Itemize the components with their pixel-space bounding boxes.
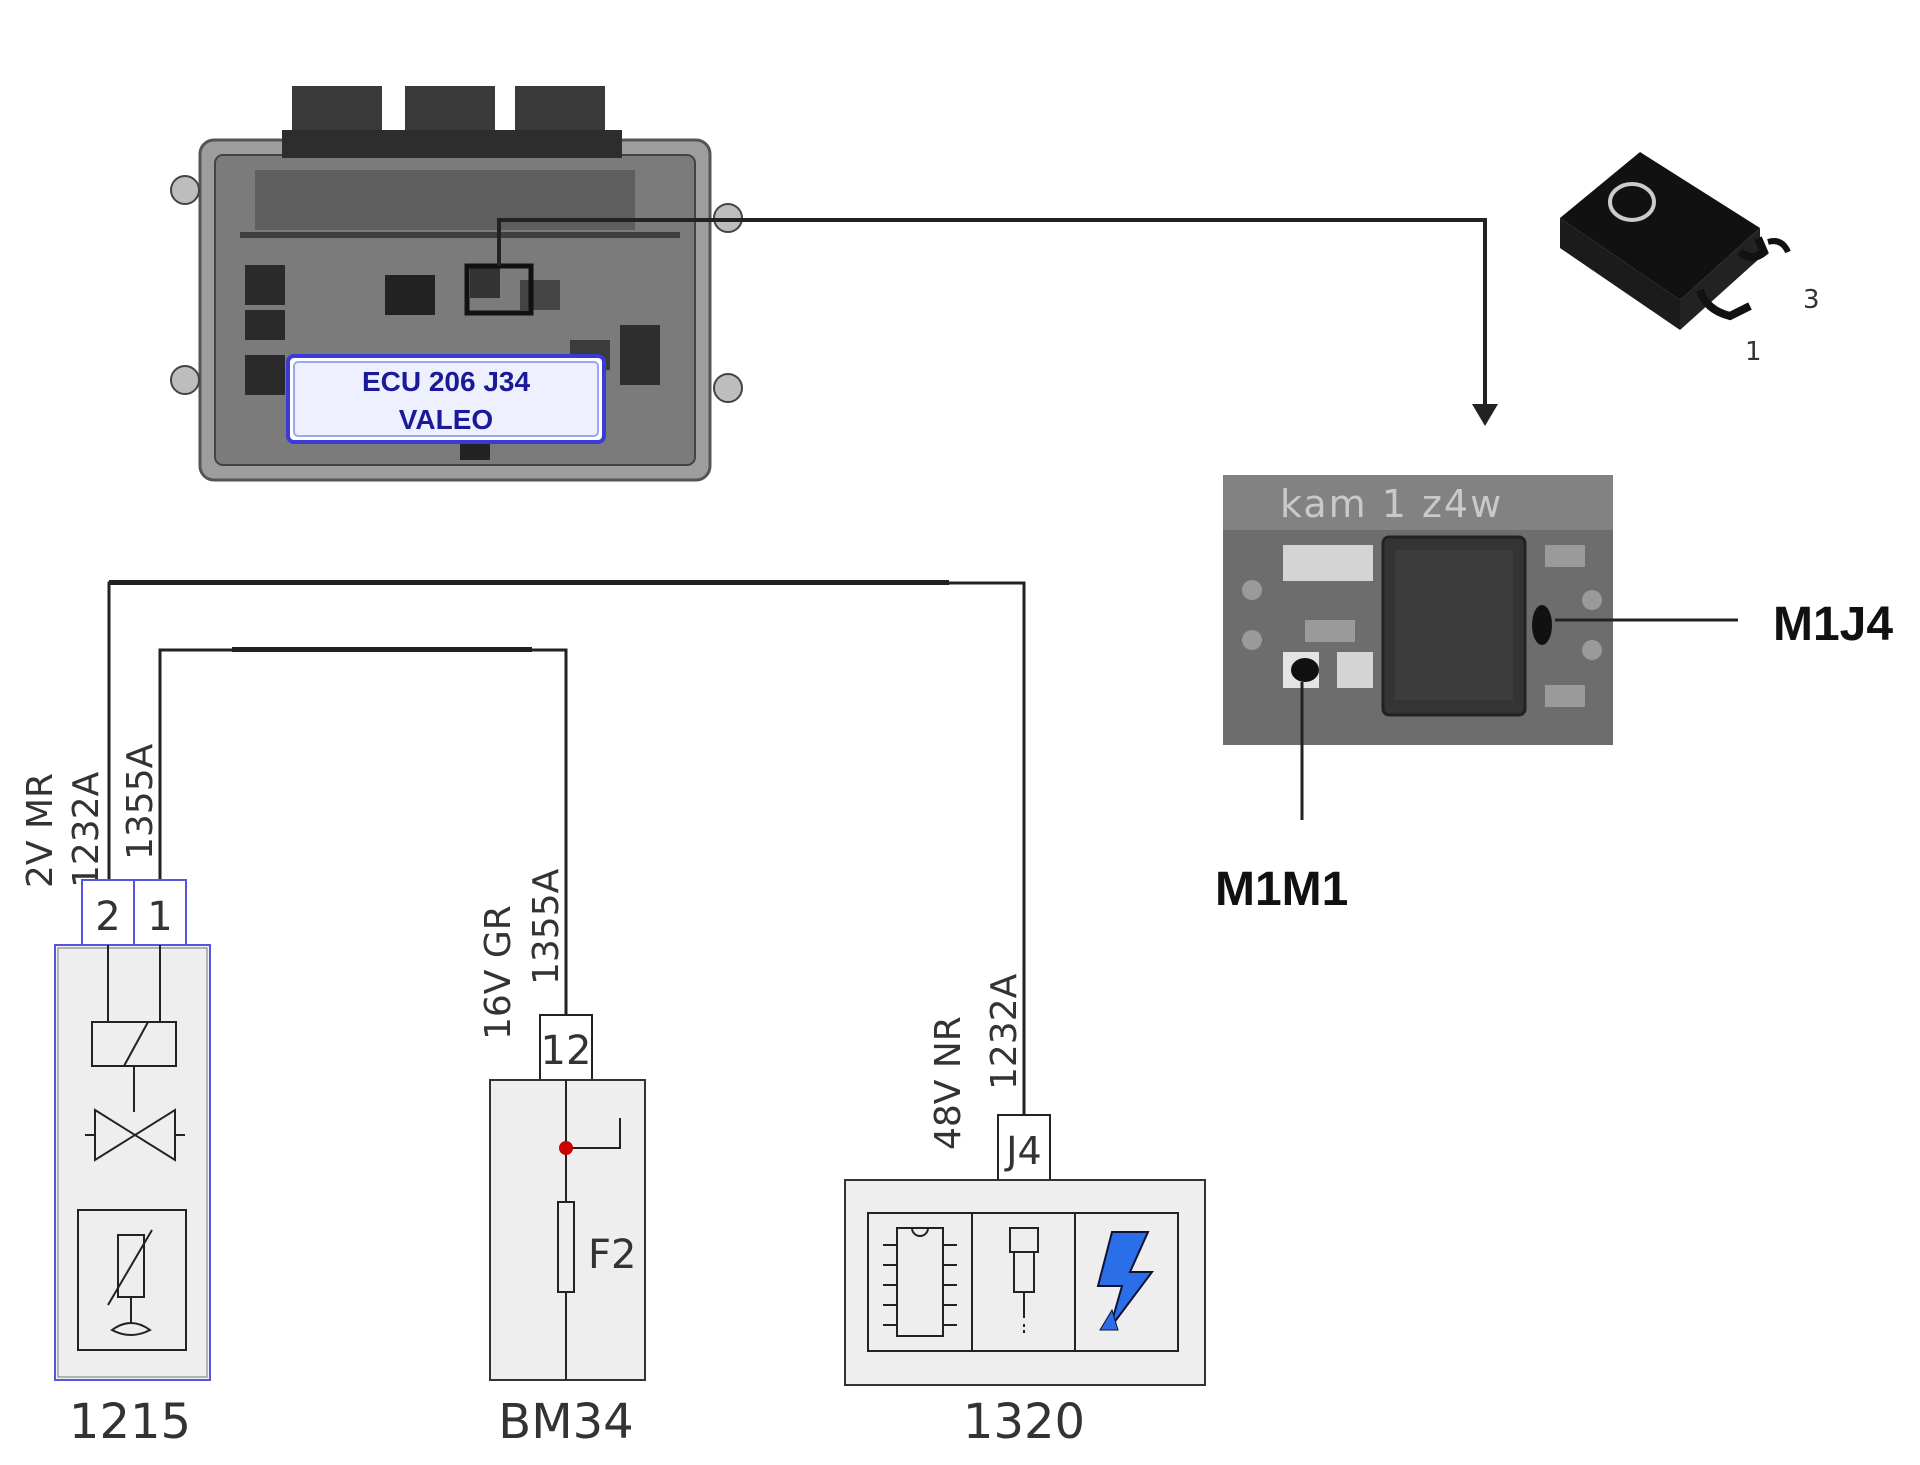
1320-pin-label: J4 xyxy=(1004,1129,1041,1173)
wire-1232a-left-label: 1232A xyxy=(66,771,107,888)
pin1-label-1215: 1 xyxy=(147,894,172,940)
pcb-closeup-photo: kam 1 z4w xyxy=(1223,475,1613,745)
component-1215: 2 1 xyxy=(54,879,211,1381)
wire-16v-label: 16V GR xyxy=(478,905,519,1040)
ecu-to-pcb-leader xyxy=(497,218,1487,410)
bm34-pin-label: 12 xyxy=(541,1028,592,1074)
wire-1355a-left-label: 1355A xyxy=(120,743,161,860)
wires xyxy=(107,580,1026,1115)
pin2-label: 2 xyxy=(95,894,120,940)
injector-icon xyxy=(1009,1227,1039,1336)
wire-48v-label: 48V NR xyxy=(928,1016,969,1150)
fuse-f2-label: F2 xyxy=(588,1232,636,1278)
transistor-package-icon: 3 1 xyxy=(1560,152,1820,367)
label-m1m1: M1M1 xyxy=(1215,863,1348,916)
connector-bm34-pin12 xyxy=(539,1014,593,1081)
label-m1j4: M1J4 xyxy=(1773,598,1893,651)
pcb-silkscreen: kam 1 z4w xyxy=(1280,482,1503,526)
connector-1215-pin1 xyxy=(133,879,187,946)
connector-1215-pin2 xyxy=(81,879,135,946)
component-1320: J4 xyxy=(844,1114,1206,1386)
ecu-label-line1: ECU 206 J34 xyxy=(362,366,531,397)
wire-labels: 2V MR 1232A 1355A 16V GR 1355A 48V NR 12… xyxy=(20,743,1025,1150)
wire-2v-label: 2V MR xyxy=(20,773,61,888)
component-1215-label: 1215 xyxy=(69,1394,191,1450)
pin1-label: 1 xyxy=(1745,337,1762,367)
leader-arrowhead xyxy=(1472,404,1498,426)
ecu-label-line2: VALEO xyxy=(399,404,493,435)
component-bm34: 12 F2 xyxy=(489,1014,646,1381)
wire-1232a-right-label: 1232A xyxy=(984,973,1025,1090)
ic-chip-icon xyxy=(883,1227,957,1337)
fuse-dot xyxy=(559,1141,573,1155)
component-bm34-label: BM34 xyxy=(498,1394,633,1450)
pin3-label: 3 xyxy=(1803,285,1820,315)
lightning-icon xyxy=(1096,1231,1154,1331)
variable-resistor-symbol xyxy=(77,1209,187,1351)
wire-1355a-bm34-label: 1355A xyxy=(526,868,567,985)
ecu-label: ECU 206 J34 VALEO xyxy=(286,354,606,444)
valve-symbol xyxy=(94,1108,176,1162)
component-1320-label: 1320 xyxy=(963,1394,1085,1450)
